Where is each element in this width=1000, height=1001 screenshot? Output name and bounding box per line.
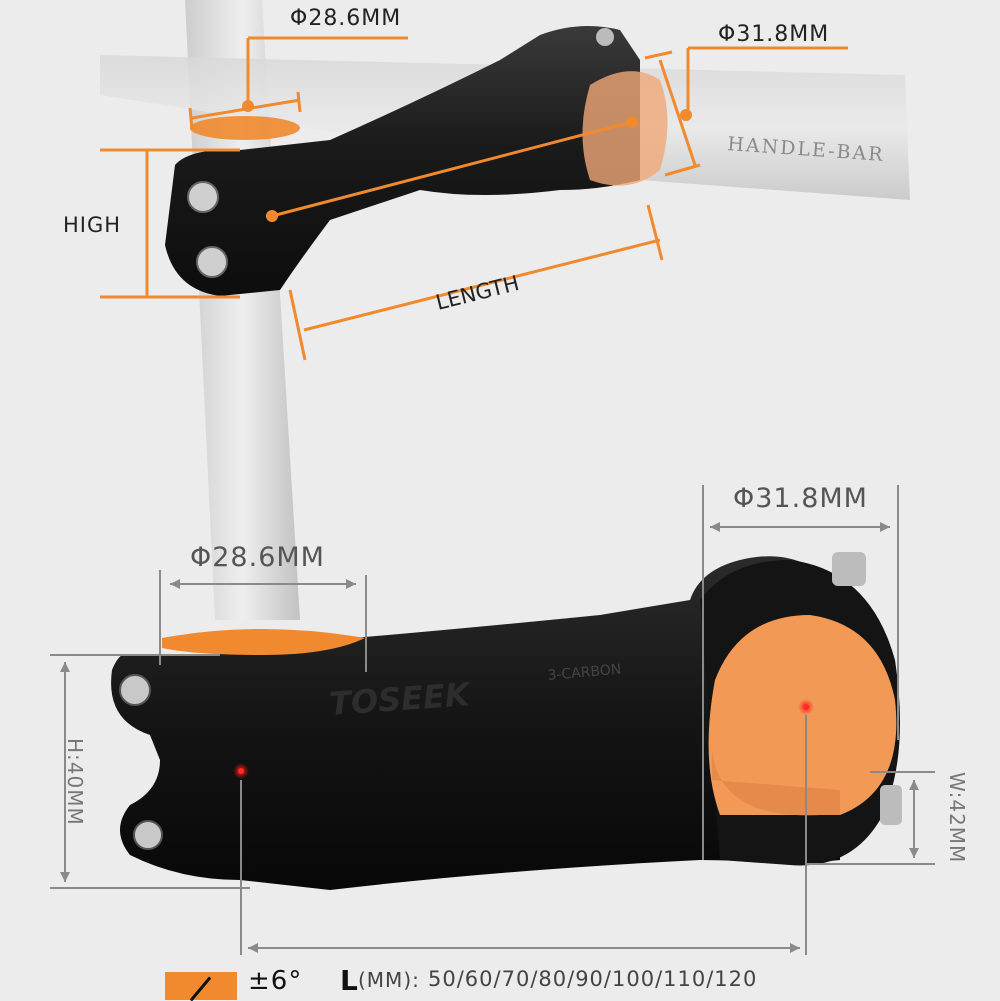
bottom-dimension-arrows [60, 522, 919, 953]
bottom-width-dim: W:42MM [945, 772, 969, 863]
top-dimension-lines [100, 36, 848, 361]
top-steerer-diameter-label: Φ28.6MM [290, 6, 402, 31]
top-bar-diameter-label: Φ31.8MM [718, 22, 830, 47]
top-height-label: HIGH [63, 213, 122, 237]
top-steerer-ellipse [190, 116, 300, 140]
top-length-label: LENGTH [433, 271, 521, 315]
top-marker-bar [626, 116, 638, 128]
bottom-steerer-top [162, 629, 365, 655]
bottom-bolt-bottom [133, 820, 163, 850]
bottom-bolt-top [119, 674, 151, 706]
angle-icon [165, 972, 237, 1000]
top-marker-bar-edge [680, 109, 692, 121]
length-prefix: L [340, 964, 358, 997]
bottom-bar-center-core [803, 704, 809, 710]
bottom-carbon-text: 3-CARBON [547, 662, 622, 684]
bottom-height-dim: H:40MM [63, 738, 87, 826]
length-unit: (MM): [358, 968, 420, 992]
bottom-stem-body [111, 556, 841, 890]
top-bar-circle [582, 71, 668, 186]
bottom-clamp-bolt-side [880, 785, 902, 825]
bottom-steerer-diameter-label: Φ28.6MM [190, 542, 325, 573]
top-bolt-1 [187, 181, 219, 213]
bottom-bar-hole-lower [712, 750, 840, 816]
top-stem-body [165, 26, 640, 296]
top-clamp-bolt [596, 28, 614, 46]
top-marker-steerer [242, 100, 254, 112]
bottom-steerer-center-core [238, 768, 244, 774]
length-values: 50/60/70/80/90/100/110/120 [428, 967, 758, 991]
bottom-dimension-lines [50, 485, 935, 955]
angle-value: ±6° [248, 966, 303, 996]
bottom-clamp-bolt-top [832, 552, 866, 586]
bottom-bar-diameter-label: Φ31.8MM [733, 483, 868, 514]
top-bolt-2 [196, 246, 228, 278]
top-marker-length [266, 210, 278, 222]
bottom-bar-hole [708, 615, 897, 815]
